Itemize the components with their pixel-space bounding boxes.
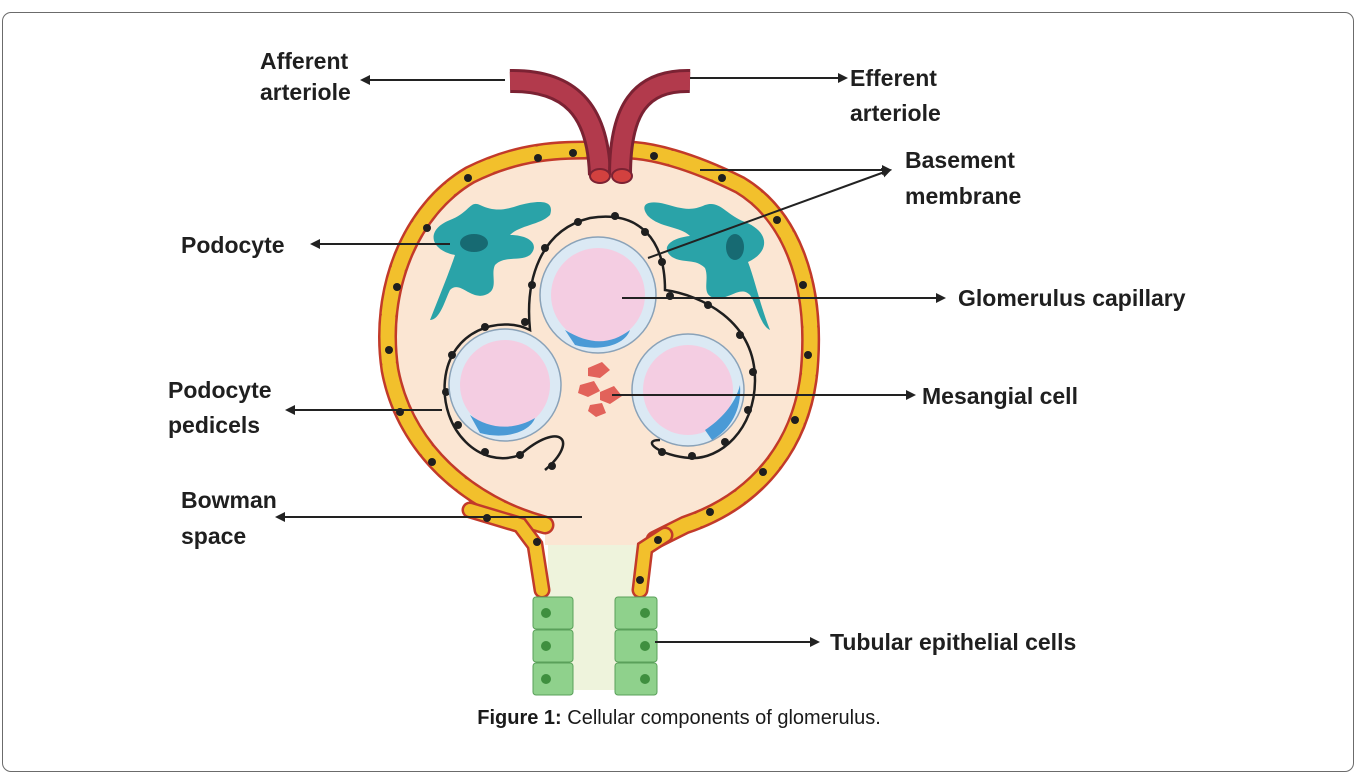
- capillary-left: [449, 329, 561, 441]
- caption-text: Cellular components of glomerulus.: [562, 707, 881, 729]
- label-efferent-line1: Efferent: [850, 65, 937, 91]
- label-basement-line2: membrane: [905, 183, 1021, 209]
- figure-caption: Figure 1: Cellular components of glomeru…: [0, 707, 1358, 730]
- tubule-cells-right: [615, 597, 657, 695]
- label-tubular: Tubular epithelial cells: [830, 629, 1076, 655]
- label-bowman-line1: Bowman: [181, 487, 277, 513]
- label-afferent-line2: arteriole: [260, 79, 351, 105]
- caption-label: Figure 1:: [477, 707, 561, 729]
- label-pedicels-line1: Podocyte: [168, 377, 272, 403]
- label-bowman-line2: space: [181, 523, 246, 549]
- capillary-right: [632, 334, 744, 446]
- tubule-cells-left: [533, 597, 573, 695]
- label-glomerulus-capillary: Glomerulus capillary: [958, 285, 1186, 311]
- capillary-top: [540, 237, 656, 353]
- label-pedicels-line2: pedicels: [168, 412, 260, 438]
- label-mesangial: Mesangial cell: [922, 383, 1078, 409]
- label-efferent-line2: arteriole: [850, 100, 941, 126]
- neck-right: [640, 535, 665, 590]
- efferent-opening: [612, 169, 632, 183]
- afferent-opening: [590, 169, 610, 183]
- label-podocyte: Podocyte: [181, 232, 285, 258]
- label-afferent-line1: Afferent: [260, 48, 349, 74]
- label-basement-line1: Basement: [905, 147, 1015, 173]
